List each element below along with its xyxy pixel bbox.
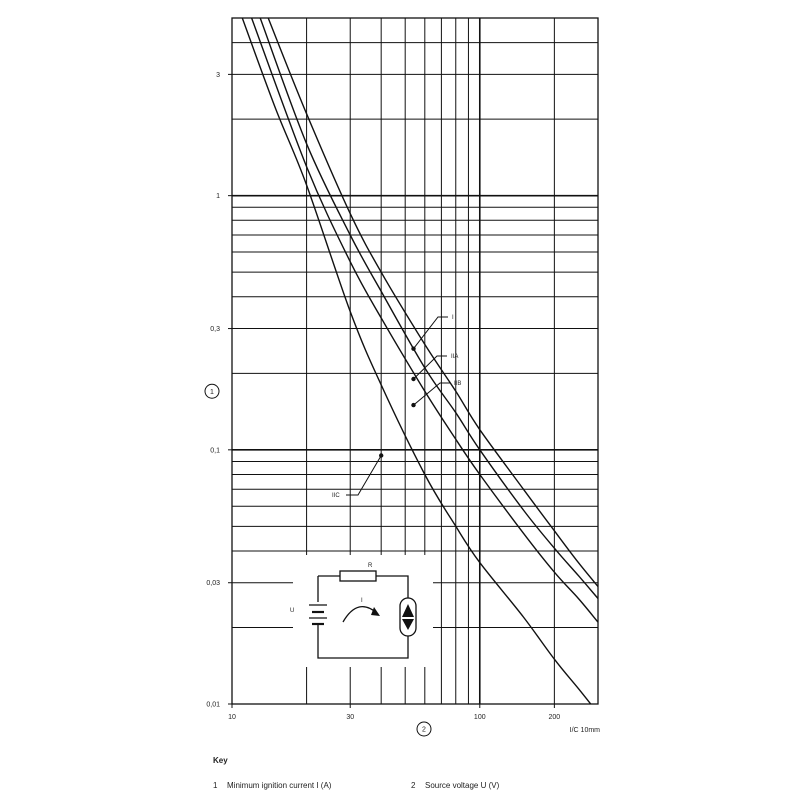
resistor-symbol <box>339 570 377 582</box>
curve-label-leader <box>413 382 450 406</box>
curve-iia <box>259 18 598 599</box>
curve-label-arrowhead-icon <box>411 402 416 408</box>
curve-label-i: I <box>452 315 454 321</box>
curve-label-leader <box>346 455 382 496</box>
key-item-2-text: Source voltage U (V) <box>425 781 500 790</box>
curve-label-leader <box>413 316 448 350</box>
source-label: U <box>290 608 294 614</box>
curve-label-leader <box>413 355 447 380</box>
x-tick-label: 200 <box>549 714 561 721</box>
y-tick-label: 0,3 <box>210 326 220 333</box>
curve-iic <box>241 18 592 704</box>
circuit-inset: R U I <box>290 555 433 667</box>
y-tick-label: 0,1 <box>210 447 220 454</box>
x-tick-label: 10 <box>228 714 236 721</box>
curve-i <box>267 18 598 587</box>
key-item-2: 2 Source voltage U (V) <box>411 781 499 790</box>
current-label: I <box>361 598 363 604</box>
y-tick-label: 0,01 <box>206 702 220 709</box>
key-title: Key <box>213 756 228 765</box>
curve-iib <box>250 18 598 623</box>
x-tick-label: 100 <box>474 714 486 721</box>
key-item-2-number: 2 <box>411 781 416 790</box>
y-axis-marker-circle <box>204 383 220 399</box>
spark-gap-electrodes-icon <box>402 604 414 630</box>
curve-label-iic: IIC <box>332 493 340 499</box>
y-tick-label: 1 <box>216 193 220 200</box>
x-axis-marker-circle <box>416 721 432 737</box>
curve-label-arrowhead-icon <box>411 376 416 382</box>
curve-label-arrowhead-icon <box>379 453 384 458</box>
key-item-1-text: Minimum ignition current I (A) <box>227 781 332 790</box>
label-layer: 1 2 I IIA IIB IIC <box>204 315 461 737</box>
curve-label-iia: IIA <box>451 354 458 360</box>
curve-layer <box>241 18 598 704</box>
resistor-label: R <box>368 563 373 569</box>
x-axis-unit-label: I/C 10mm <box>570 727 601 734</box>
key-item-1-number: 1 <box>213 781 218 790</box>
figure-key: Key 1 Minimum ignition current I (A) 2 Sou… <box>213 756 773 796</box>
x-tick-label: 30 <box>346 714 354 721</box>
y-tick-label: 3 <box>216 72 220 79</box>
current-arrowhead-icon <box>371 607 380 616</box>
y-axis-marker: 1 <box>210 389 214 396</box>
curve-label-arrowhead-icon <box>411 346 416 351</box>
curve-label-iib: IIB <box>454 381 461 387</box>
key-item-1: 1 Minimum ignition current I (A) <box>213 781 331 790</box>
y-tick-label: 0,03 <box>206 580 220 587</box>
circuit-wires <box>317 575 409 659</box>
plot-frame <box>231 17 599 705</box>
x-axis-marker: 2 <box>422 727 426 734</box>
